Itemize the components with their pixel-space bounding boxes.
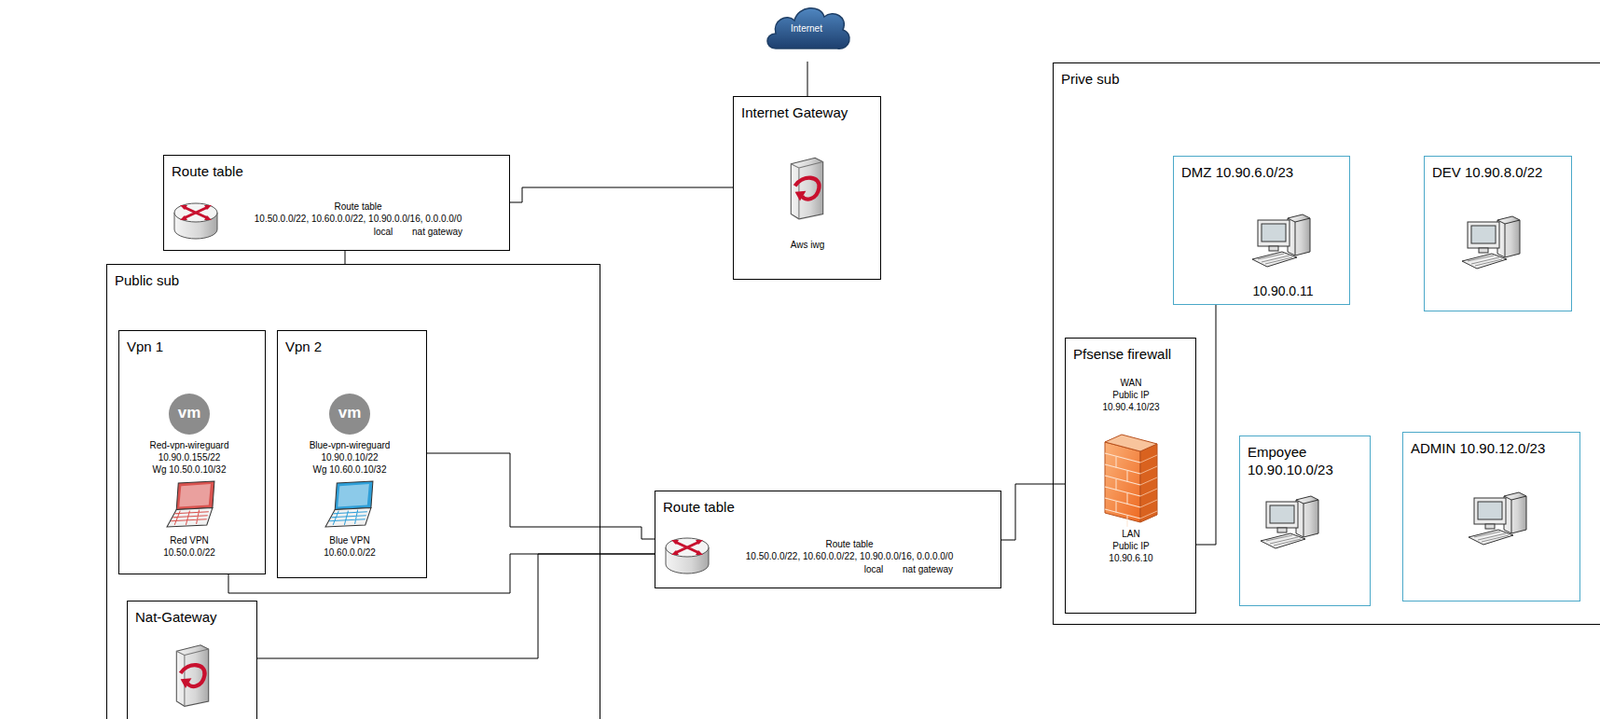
laptop-icon — [165, 481, 219, 527]
box-text: nat gateway — [412, 226, 463, 238]
box-title: Vpn 1 — [126, 338, 164, 355]
box-text: Wg 10.50.0.10/32 — [152, 464, 227, 476]
box-title: DMZ 10.90.6.0/23 — [1181, 164, 1294, 180]
box-text: Route table — [825, 538, 873, 551]
router-icon — [663, 532, 711, 578]
box-text: nat gateway — [902, 564, 953, 576]
box-text: Route table — [333, 201, 382, 213]
pc-icon — [1250, 214, 1312, 271]
box-title: Public sub — [114, 272, 180, 289]
box-text: Aws iwg — [790, 239, 826, 251]
zone-box: ADMIN 10.90.12.0/23 — [1402, 431, 1581, 602]
connector — [427, 453, 655, 539]
server-icon — [786, 155, 828, 221]
firewall-icon — [1103, 434, 1159, 525]
box-text: Blue-vpn-wireguard — [309, 440, 391, 452]
box-text: vm — [178, 403, 202, 423]
pc-icon — [1466, 492, 1529, 549]
connector — [510, 187, 733, 203]
subnet-box: Public subVpn 1vmRed-vpn-wireguard10.90.… — [106, 263, 601, 719]
box-text: 10.50.0.0/22, 10.60.0.0/22, 10.90.0.0/16… — [745, 551, 953, 563]
box-title: Empoyee — [1247, 443, 1307, 460]
pc-icon — [1258, 496, 1321, 552]
vpn-box: Vpn 2 vmBlue-vpn-wireguard10.90.0.10/22Wg… — [276, 330, 428, 579]
box-text: Public IP — [1112, 540, 1149, 552]
box-text: LAN — [1121, 528, 1140, 540]
box-text: local — [373, 226, 394, 238]
box-text: 10.50.0.0/22, 10.60.0.0/22, 10.90.0.0/16… — [254, 213, 462, 225]
box-text: 10.50.0.0/22 — [163, 547, 216, 559]
connector — [344, 250, 346, 264]
box-text: Red VPN — [169, 535, 209, 547]
route-table-box: Route tableRoute table10.50.0.0/22, 10.6… — [163, 154, 511, 251]
gateway-box: Internet GatewayAws iwg — [732, 96, 882, 280]
pc-icon — [1460, 216, 1522, 273]
box-text: vm — [338, 403, 362, 423]
box-title: Vpn 2 — [285, 338, 322, 355]
box-text: Public IP — [1112, 389, 1149, 401]
zone-box: Empoyee10.90.10.0/23 — [1239, 435, 1371, 607]
internet-cloud: Internet — [762, 0, 852, 62]
laptop-icon — [323, 481, 377, 527]
vpn-box: Vpn 1 vmRed-vpn-wireguard10.90.0.155/22Wg… — [118, 330, 266, 575]
box-title: Route table — [662, 498, 735, 515]
box-title: Internet Gateway — [741, 104, 848, 121]
box-text: 10.90.0.11 — [1252, 283, 1313, 299]
box-text: WAN — [1120, 377, 1143, 389]
zone-box: DEV 10.90.8.0/22 — [1423, 155, 1573, 312]
connector — [257, 553, 655, 659]
box-title: Pfsense firewall — [1073, 345, 1172, 362]
subnet-box: Prive subDMZ 10.90.6.0/23 10.90.0.11 DEV 1… — [1052, 62, 1600, 625]
box-text: local — [864, 564, 884, 576]
server-icon — [172, 642, 213, 708]
connector — [228, 553, 655, 594]
box-title: ADMIN 10.90.12.0/23 — [1410, 440, 1545, 456]
connector — [807, 61, 809, 97]
router-icon — [172, 197, 220, 243]
box-text: 10.90.0.10/22 — [320, 452, 378, 464]
box-text: 10.90.10.0/23 — [1247, 461, 1334, 478]
firewall-box: Pfsense firewallWANPublic IP10.90.4.10/2… — [1064, 337, 1197, 614]
route-table-box: Route tableRoute table10.50.0.0/22, 10.6… — [654, 490, 1002, 589]
box-text: 10.90.6.10 — [1108, 552, 1153, 565]
box-text: Blue VPN — [329, 535, 370, 547]
box-text: Internet — [790, 23, 823, 35]
box-title: Nat-Gateway — [135, 608, 218, 625]
box-text: 10.90.4.10/23 — [1102, 401, 1159, 414]
nat-gateway-box: Nat-Gateway — [126, 600, 258, 719]
box-text: Wg 10.60.0.10/32 — [313, 464, 387, 476]
connector — [1196, 304, 1216, 545]
zone-box: DMZ 10.90.6.0/23 10.90.0.11 — [1172, 155, 1351, 305]
box-title: Prive sub — [1061, 70, 1120, 87]
box-text: 10.90.0.155/22 — [158, 452, 221, 464]
box-title: Route table — [171, 163, 244, 180]
connector — [1001, 483, 1065, 540]
box-text: Red-vpn-wireguard — [149, 440, 229, 452]
box-text: 10.60.0.0/22 — [323, 547, 376, 559]
box-title: DEV 10.90.8.0/22 — [1432, 164, 1543, 180]
